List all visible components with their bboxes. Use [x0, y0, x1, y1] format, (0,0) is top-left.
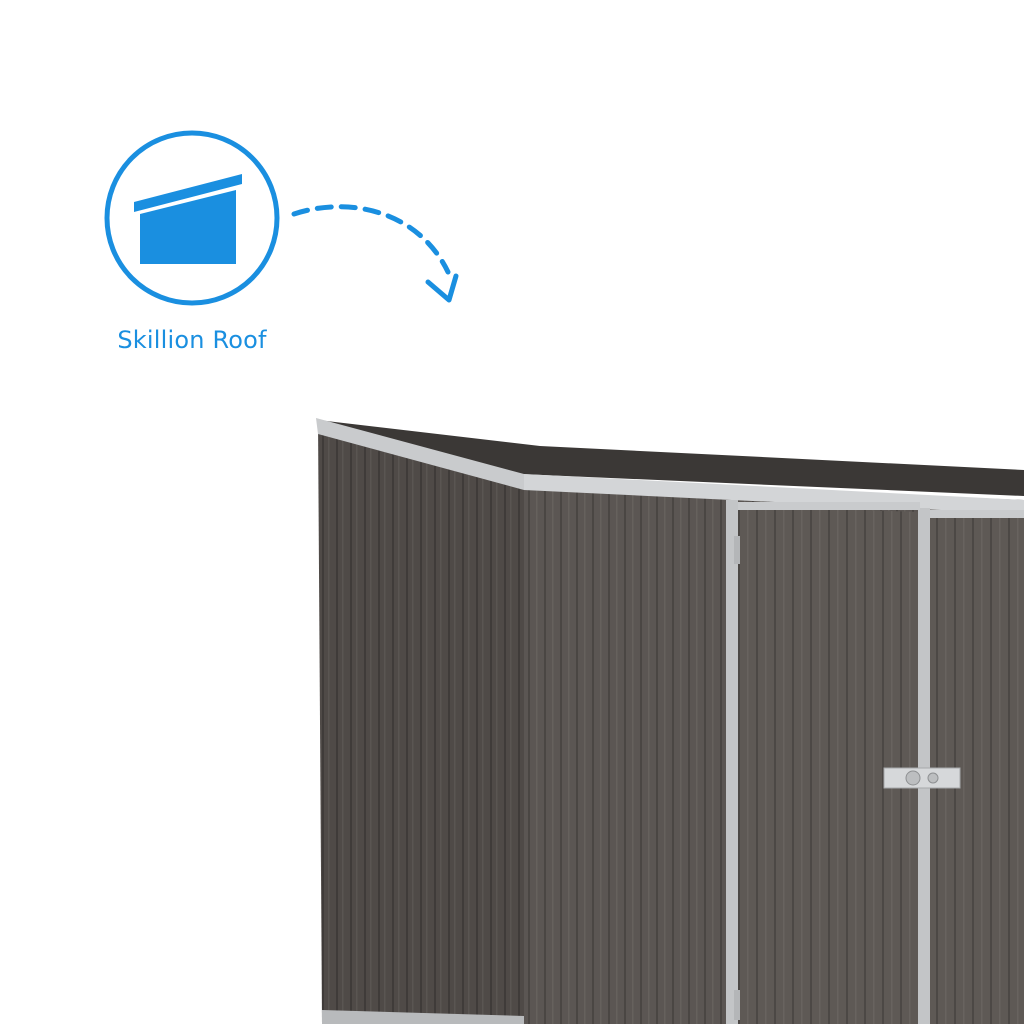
roof-type-label: Skillion Roof [117, 326, 267, 354]
dashed-curved-arrow-icon [291, 204, 459, 303]
skillion-roof-icon [104, 130, 280, 306]
